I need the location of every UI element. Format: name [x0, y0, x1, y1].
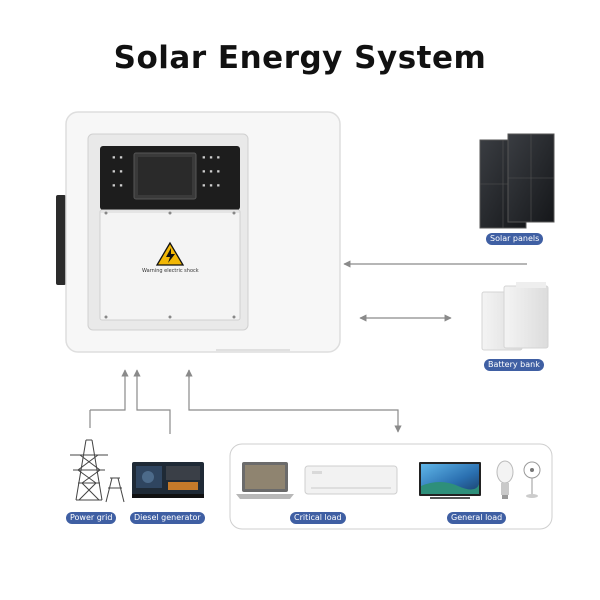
- laptop-icon: [236, 462, 294, 499]
- page-title: Solar Energy System: [113, 40, 487, 76]
- television-icon: [419, 462, 481, 499]
- indicator-left-2: ▪ ▪: [112, 168, 123, 175]
- inverter-unit: [56, 111, 341, 353]
- arrow-grid-to-inverter: [90, 369, 129, 411]
- battery-bank-image: [481, 282, 549, 351]
- label-solar-panels: Solar panels: [486, 233, 544, 245]
- connection-arrows: [89, 260, 527, 434]
- solar-panels-image: [479, 133, 555, 229]
- label-critical-load: Critical load: [290, 512, 346, 524]
- diesel-generator-icon: [132, 462, 204, 498]
- indicator-left-1: ▪ ▪: [112, 154, 123, 161]
- label-power-grid: Power grid: [66, 512, 117, 524]
- warning-label: Warning electric shock: [142, 268, 199, 274]
- arrow-inverter-to-loads: [188, 370, 402, 433]
- power-grid-tower-icon: [70, 439, 125, 503]
- lcd-screen-inner: [138, 157, 192, 195]
- indicator-right-2: ▪ ▪ ▪: [202, 168, 221, 175]
- label-battery-bank: Battery bank: [484, 359, 544, 371]
- indicator-right-1: ▪ ▪ ▪: [202, 154, 221, 161]
- label-general-load: General load: [447, 512, 507, 524]
- air-conditioner-icon: [304, 465, 398, 495]
- inverter-side-bracket: [56, 195, 66, 285]
- lightning-bolt-icon: [166, 248, 175, 263]
- arrow-generator-to-inverter: [133, 369, 171, 434]
- indicator-left-3: ▪ ▪: [112, 182, 123, 189]
- light-bulb-icon: [496, 460, 514, 499]
- standing-fan-icon: [523, 461, 541, 498]
- label-diesel-generator: Diesel generator: [130, 512, 205, 524]
- indicator-right-3: ▪ ▪ ▪: [202, 182, 221, 189]
